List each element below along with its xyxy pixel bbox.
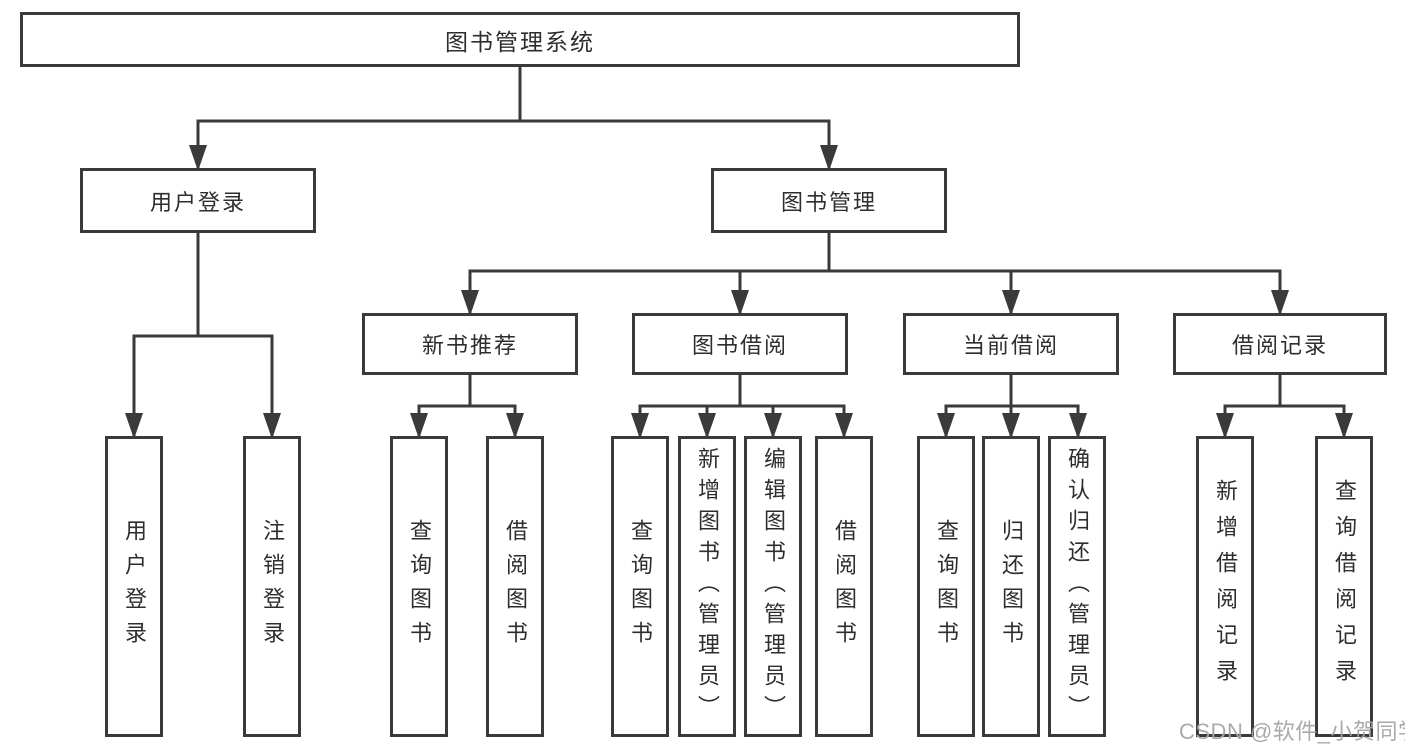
- arrowhead: [410, 413, 428, 439]
- arrowhead: [189, 145, 207, 171]
- leaf-add-book-admin: 新增图书（管理员）: [678, 436, 736, 737]
- edge-new-book-recommend-children: [410, 375, 524, 439]
- node-user-login-label: 用户登录: [149, 189, 246, 215]
- leaf-return-book-label: 归还图书: [999, 518, 1024, 655]
- leaf-logout-label: 注销登录: [260, 518, 285, 655]
- node-borrow-records: 借阅记录: [1173, 313, 1387, 375]
- leaf-edit-book-admin: 编辑图书（管理员）: [744, 436, 802, 737]
- leaf-user-login-label: 用户登录: [122, 518, 147, 655]
- node-library-system-label: 图书管理系统: [445, 28, 595, 55]
- node-book-management: 图书管理: [711, 168, 947, 233]
- leaf-user-login: 用户登录: [105, 436, 163, 737]
- arrowhead: [125, 413, 143, 439]
- arrowhead: [263, 413, 281, 439]
- arrowhead: [506, 413, 524, 439]
- leaf-edit-book-admin-label: 编辑图书（管理员）: [761, 447, 786, 726]
- edge-book-management-children: [461, 233, 1289, 316]
- arrowhead: [820, 145, 838, 171]
- leaf-query-books-borrow-label: 查询图书: [628, 518, 653, 655]
- leaf-add-borrow-record: 新增借阅记录: [1196, 436, 1254, 737]
- edge-borrow-records-children: [1216, 375, 1353, 439]
- leaf-return-book: 归还图书: [982, 436, 1040, 737]
- arrowhead: [937, 413, 955, 439]
- arrowhead: [731, 290, 749, 316]
- edge-user-login-children: [125, 233, 281, 439]
- arrowhead: [835, 413, 853, 439]
- node-library-system: 图书管理系统: [20, 12, 1020, 67]
- leaf-add-borrow-record-label: 新增借阅记录: [1213, 478, 1238, 695]
- csdn-watermark: CSDN @软件_小贺同学: [1179, 719, 1405, 744]
- edge-book-borrow-children: [631, 375, 853, 439]
- edge-current-borrow-children: [937, 375, 1087, 439]
- leaf-query-books-recommend: 查询图书: [390, 436, 448, 737]
- leaf-query-borrow-record-label: 查询借阅记录: [1332, 478, 1357, 695]
- arrowhead: [1002, 290, 1020, 316]
- node-book-borrow-label: 图书借阅: [691, 333, 788, 358]
- arrowhead: [1216, 413, 1234, 439]
- arrowhead: [1335, 413, 1353, 439]
- leaf-borrow-books-recommend: 借阅图书: [486, 436, 544, 737]
- leaf-query-borrow-record: 查询借阅记录: [1315, 436, 1373, 737]
- leaf-query-books-current: 查询图书: [917, 436, 975, 737]
- edge-root-to-level2: [189, 67, 838, 171]
- node-new-book-recommend-label: 新书推荐: [421, 333, 518, 358]
- arrowhead: [1271, 290, 1289, 316]
- leaf-logout: 注销登录: [243, 436, 301, 737]
- node-borrow-records-label: 借阅记录: [1231, 333, 1328, 358]
- arrowhead: [461, 290, 479, 316]
- leaf-borrow-books-label: 借阅图书: [832, 518, 857, 655]
- leaf-borrow-books: 借阅图书: [815, 436, 873, 737]
- leaf-query-books-recommend-label: 查询图书: [407, 518, 432, 655]
- node-user-login: 用户登录: [80, 168, 316, 233]
- node-current-borrow-label: 当前借阅: [962, 333, 1059, 358]
- node-book-management-label: 图书管理: [780, 189, 877, 215]
- leaf-query-books-current-label: 查询图书: [934, 518, 959, 655]
- arrowhead: [1002, 413, 1020, 439]
- arrowhead: [631, 413, 649, 439]
- arrowhead: [764, 413, 782, 439]
- leaf-confirm-return-admin: 确认归还（管理员）: [1048, 436, 1106, 737]
- node-book-borrow: 图书借阅: [632, 313, 848, 375]
- leaf-borrow-books-recommend-label: 借阅图书: [503, 518, 528, 655]
- node-current-borrow: 当前借阅: [903, 313, 1119, 375]
- node-new-book-recommend: 新书推荐: [362, 313, 578, 375]
- leaf-add-book-admin-label: 新增图书（管理员）: [695, 447, 720, 726]
- arrowhead: [1069, 413, 1087, 439]
- arrowhead: [698, 413, 716, 439]
- leaf-query-books-borrow: 查询图书: [611, 436, 669, 737]
- leaf-confirm-return-admin-label: 确认归还（管理员）: [1065, 447, 1090, 726]
